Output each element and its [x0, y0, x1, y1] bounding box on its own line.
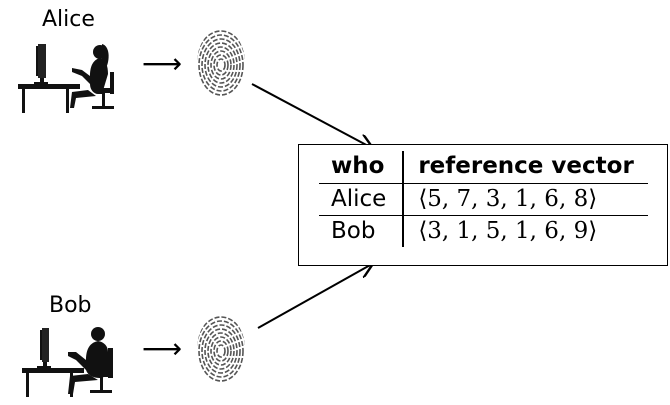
- table-row: Alice ⟨5, 7, 3, 1, 6, 8⟩: [319, 183, 648, 216]
- arrow-alice-to-fingerprint: ⟶: [142, 47, 183, 80]
- fingerprint-icon: [197, 316, 245, 383]
- reference-vector-table: who reference vector Alice ⟨5, 7, 3, 1, …: [298, 144, 668, 266]
- row-vector: ⟨3, 1, 5, 1, 6, 9⟩: [418, 217, 598, 244]
- bob-label: Bob: [49, 293, 92, 318]
- row-who: Alice: [319, 183, 405, 216]
- alice-label: Alice: [42, 7, 95, 32]
- arrow-bob-fingerprint-to-table: [257, 264, 372, 329]
- woman-at-computer-icon: [18, 44, 114, 113]
- header-reference-vector: reference vector: [403, 151, 648, 184]
- fingerprint-icon: [197, 30, 245, 97]
- arrow-alice-fingerprint-to-table: [251, 83, 372, 148]
- row-vector: ⟨5, 7, 3, 1, 6, 8⟩: [403, 183, 648, 216]
- table-row: Bob ⟨3, 1, 5, 1, 6, 9⟩: [319, 215, 648, 247]
- man-at-computer-icon: [22, 327, 113, 397]
- header-who: who: [319, 151, 405, 184]
- arrow-bob-to-fingerprint: ⟶: [142, 332, 183, 365]
- row-who: Bob: [319, 215, 405, 247]
